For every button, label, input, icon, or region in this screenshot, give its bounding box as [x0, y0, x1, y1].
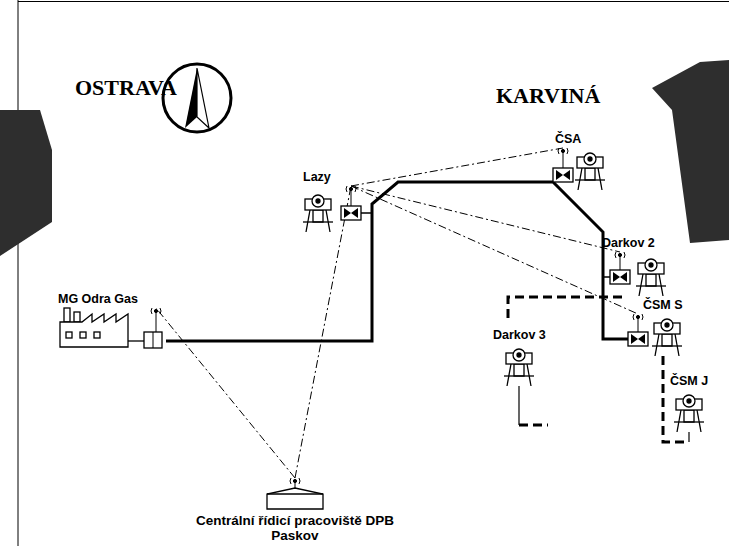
- site-node: Centrální řídicí pracoviště DPB Paskov: [265, 478, 325, 510]
- site-node: ČSM S: [626, 314, 686, 356]
- site-node: ČSA: [543, 148, 605, 190]
- radio-link: [351, 186, 638, 314]
- valve-link: [603, 276, 610, 278]
- site-icon: [265, 478, 325, 510]
- city-name: KARVINÁ: [496, 84, 600, 108]
- city-name: OSTRAVA: [75, 76, 177, 100]
- site-label: Centrální řídicí pracoviště DPB Paskov: [188, 513, 403, 543]
- gas-pipeline: [166, 182, 628, 341]
- site-icon: [674, 390, 704, 432]
- site-label: Lazy: [303, 170, 331, 184]
- radio-link: [295, 186, 351, 478]
- site-node: Lazy: [303, 186, 365, 234]
- valve-link: [361, 212, 372, 214]
- site-icon: [543, 148, 605, 190]
- site-label: ČSM J: [670, 374, 708, 388]
- site-icon: [58, 308, 166, 348]
- site-label: ČSM S: [643, 298, 683, 312]
- site-icon: [504, 344, 534, 386]
- planned-pipeline: [508, 297, 689, 442]
- site-node: MG Odra Gas: [58, 308, 166, 348]
- site-icon: [626, 314, 686, 356]
- radio-link: [351, 148, 563, 186]
- site-node: Darkov 3: [504, 344, 534, 386]
- site-label: Darkov 2: [602, 236, 655, 250]
- site-node: ČSM J: [674, 390, 704, 432]
- shaft-line: [518, 386, 519, 425]
- radio-link: [156, 308, 295, 478]
- karvina-area: [652, 60, 729, 243]
- site-label: MG Odra Gas: [58, 292, 138, 306]
- site-icon: [303, 186, 365, 234]
- site-label: ČSA: [555, 132, 581, 146]
- ostrava-area: [0, 110, 52, 256]
- site-icon: [608, 252, 670, 296]
- radio-link: [351, 186, 620, 252]
- shaft-line: [688, 432, 689, 442]
- site-label: Darkov 3: [493, 328, 546, 342]
- site-node: Darkov 2: [608, 252, 670, 296]
